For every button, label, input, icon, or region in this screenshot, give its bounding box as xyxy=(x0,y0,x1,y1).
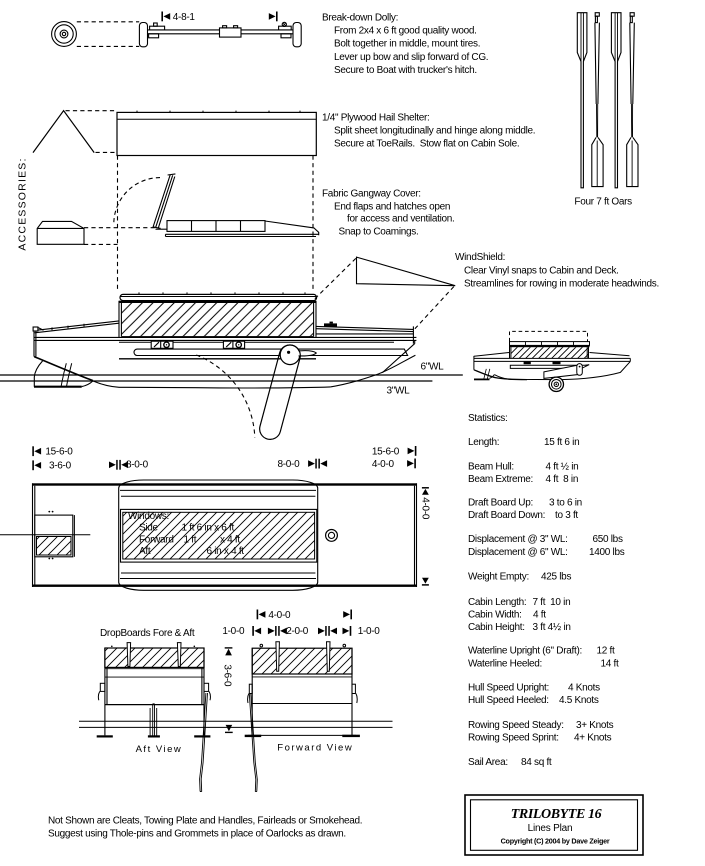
svg-text:2-0-0: 2-0-0 xyxy=(286,626,309,637)
svg-text:4 Knots: 4 Knots xyxy=(568,682,600,693)
svg-text:8-0-0: 8-0-0 xyxy=(278,459,301,470)
svg-text:Cabin Length:: Cabin Length: xyxy=(468,597,526,608)
svg-text:4.5 Knots: 4.5 Knots xyxy=(559,695,599,706)
svg-text:425 lbs: 425 lbs xyxy=(541,571,571,582)
svg-text:Four 7 ft Oars: Four 7 ft Oars xyxy=(574,196,632,207)
svg-text:Statistics:: Statistics: xyxy=(468,413,508,424)
svg-text:Secure at ToeRails. Stow flat: Secure at ToeRails. Stow flat on Cabin S… xyxy=(334,139,519,150)
svg-text:Fabric Gangway Cover:: Fabric Gangway Cover: xyxy=(322,188,421,199)
svg-text:4 ft ½ in: 4 ft ½ in xyxy=(546,461,579,472)
svg-text:6"WL: 6"WL xyxy=(421,362,445,373)
svg-text:Break-down Dolly:: Break-down Dolly: xyxy=(322,13,398,24)
svg-text:15-6-0: 15-6-0 xyxy=(45,447,73,458)
svg-text:TRILOBYTE 16: TRILOBYTE 16 xyxy=(511,807,602,822)
svg-text:1/4" Plywood Hail Shelter:: 1/4" Plywood Hail Shelter: xyxy=(322,112,429,123)
svg-text:Displacement @ 3" WL:: Displacement @ 3" WL: xyxy=(468,534,568,545)
svg-text:Hull Speed Upright:: Hull Speed Upright: xyxy=(468,682,549,693)
svg-text:4-0-0: 4-0-0 xyxy=(420,497,431,520)
svg-text:4 ft 8 in: 4 ft 8 in xyxy=(546,474,579,485)
svg-text:6 in x 4 ft: 6 in x 4 ft xyxy=(207,546,245,557)
svg-text:End flaps and hatches open: End flaps and hatches open xyxy=(334,201,450,212)
svg-text:3-6-0: 3-6-0 xyxy=(222,664,233,687)
svg-text:to 3 ft: to 3 ft xyxy=(555,510,578,521)
svg-text:Aft View: Aft View xyxy=(136,744,183,755)
svg-text:4 ft: 4 ft xyxy=(533,609,546,620)
svg-text:Sail Area:: Sail Area: xyxy=(468,757,508,768)
svg-text:3"WL: 3"WL xyxy=(387,385,411,396)
svg-text:WindShield:: WindShield: xyxy=(455,252,505,263)
svg-text:Cabin Height:: Cabin Height: xyxy=(468,622,525,633)
svg-text:4-0-0: 4-0-0 xyxy=(372,459,395,470)
svg-text:Hull Speed Heeled:: Hull Speed Heeled: xyxy=(468,695,549,706)
svg-text:Snap to Coamings.: Snap to Coamings. xyxy=(339,226,419,237)
svg-text:Clear Vinyl snaps to Cabin and: Clear Vinyl snaps to Cabin and Deck. xyxy=(464,266,619,277)
svg-text:Not Shown are Cleats, Towing P: Not Shown are Cleats, Towing Plate and H… xyxy=(48,815,362,826)
svg-text:Windows:: Windows: xyxy=(128,511,169,522)
svg-text:3-6-0: 3-6-0 xyxy=(49,461,72,472)
svg-text:15 ft 6 in: 15 ft 6 in xyxy=(544,437,579,448)
svg-text:650 lbs: 650 lbs xyxy=(593,534,623,545)
svg-text:Side: Side xyxy=(139,523,159,534)
svg-text:Waterline Heeled:: Waterline Heeled: xyxy=(468,659,542,670)
svg-text:1 ft: 1 ft xyxy=(184,534,197,545)
svg-text:Beam Hull:: Beam Hull: xyxy=(468,461,514,472)
svg-text:1-0-0: 1-0-0 xyxy=(358,626,381,637)
svg-text:Displacement @ 6" WL:: Displacement @ 6" WL: xyxy=(468,547,568,558)
svg-text:12 ft: 12 ft xyxy=(597,645,615,656)
svg-text:Aft: Aft xyxy=(139,546,151,557)
svg-text:Split sheet longitudinally and: Split sheet longitudinally and hinge alo… xyxy=(334,126,535,137)
svg-text:Rowing Speed Sprint:: Rowing Speed Sprint: xyxy=(468,733,559,744)
svg-text:Cabin Width:: Cabin Width: xyxy=(468,609,522,620)
svg-text:1 ft 6 in x 6 ft: 1 ft 6 in x 6 ft xyxy=(182,523,235,534)
svg-text:15-6-0: 15-6-0 xyxy=(372,446,400,457)
svg-text:14 ft: 14 ft xyxy=(601,659,619,670)
svg-text:From 2x4 x 6 ft good quality w: From 2x4 x 6 ft good quality wood. xyxy=(334,26,477,37)
svg-text:3+ Knots: 3+ Knots xyxy=(576,720,614,731)
svg-text:Waterline Upright (6" Draft):: Waterline Upright (6" Draft): xyxy=(468,645,582,656)
svg-text:4+ Knots: 4+ Knots xyxy=(574,733,612,744)
svg-text:Length:: Length: xyxy=(468,437,499,448)
svg-text:for access and ventilation.: for access and ventilation. xyxy=(347,214,455,225)
svg-text:Weight Empty:: Weight Empty: xyxy=(468,571,529,582)
svg-text:Lever up bow and slip forward: Lever up bow and slip forward of CG. xyxy=(334,52,488,63)
svg-text:Forward View: Forward View xyxy=(277,743,353,754)
svg-text:Rowing Speed Steady:: Rowing Speed Steady: xyxy=(468,720,564,731)
svg-text:Draft Board Down:: Draft Board Down: xyxy=(468,510,545,521)
svg-text:3 ft 4½ in: 3 ft 4½ in xyxy=(533,622,571,633)
svg-text:1-0-0: 1-0-0 xyxy=(222,626,245,637)
svg-text:Copyright (C) 2004 by Dave Zei: Copyright (C) 2004 by Dave Zeiger xyxy=(501,836,610,845)
svg-text:Secure to Boat with trucker's: Secure to Boat with trucker's hitch. xyxy=(334,65,477,76)
svg-text:Streamlines for rowing in mode: Streamlines for rowing in moderate headw… xyxy=(464,279,659,290)
svg-text:Bolt together in middle, mount: Bolt together in middle, mount tires. xyxy=(334,39,480,50)
svg-text:Forward: Forward xyxy=(139,534,174,545)
svg-text:Beam Extreme:: Beam Extreme: xyxy=(468,474,533,485)
svg-text:x 4 ft: x 4 ft xyxy=(220,534,240,545)
svg-text:Suggest using Thole-pins and G: Suggest using Thole-pins and Grommets in… xyxy=(48,829,346,840)
svg-text:3 to 6 in: 3 to 6 in xyxy=(549,498,582,509)
svg-text:4-0-0: 4-0-0 xyxy=(268,610,291,621)
svg-text:DropBoards Fore & Aft: DropBoards Fore & Aft xyxy=(100,628,195,639)
svg-text:Draft Board Up:: Draft Board Up: xyxy=(468,498,533,509)
svg-text:84 sq ft: 84 sq ft xyxy=(521,757,552,768)
svg-text:Lines Plan: Lines Plan xyxy=(528,823,573,834)
svg-text:7 ft 10 in: 7 ft 10 in xyxy=(533,597,571,608)
svg-text:8-0-0: 8-0-0 xyxy=(126,460,149,471)
svg-text:ACCESSORIES:: ACCESSORIES: xyxy=(17,157,29,250)
svg-text:1400 lbs: 1400 lbs xyxy=(589,547,625,558)
svg-text:4-8-1: 4-8-1 xyxy=(173,12,196,23)
